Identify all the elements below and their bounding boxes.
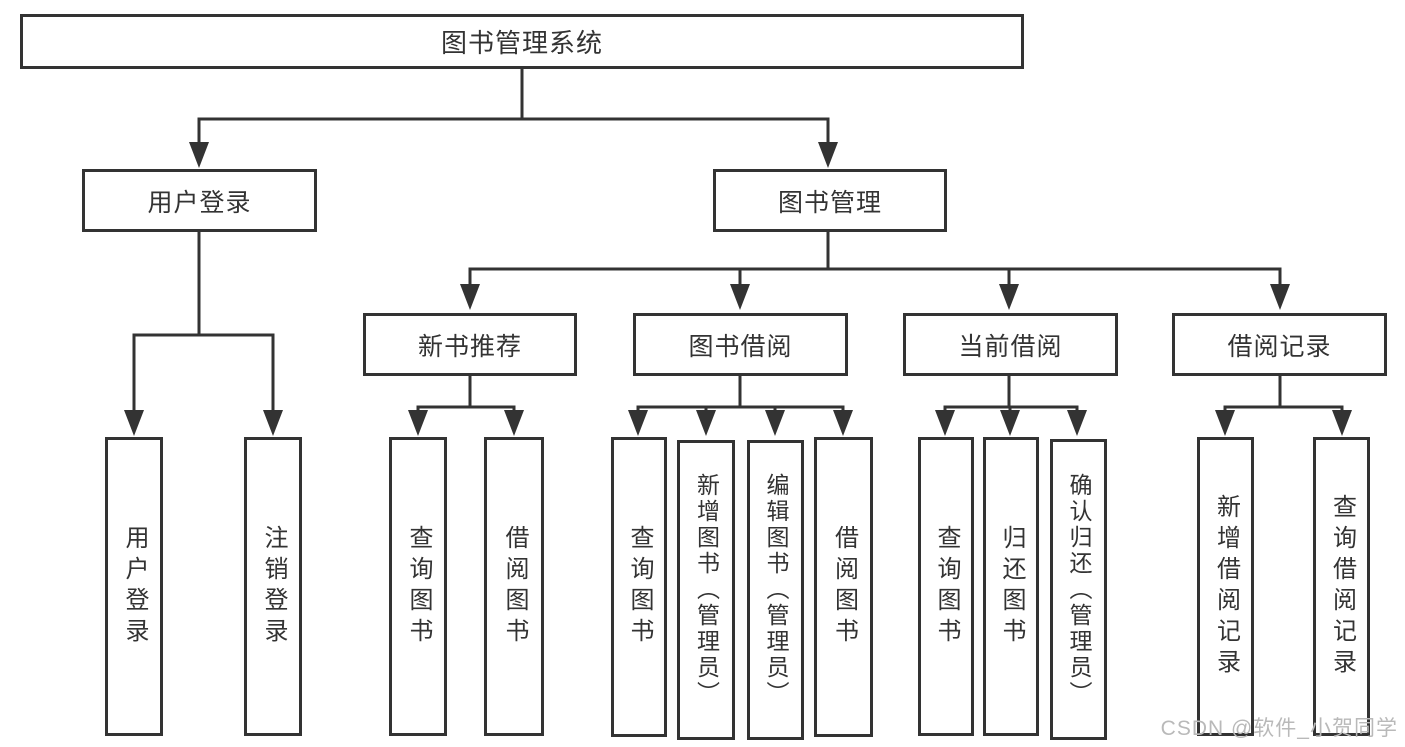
node-new-book-recommend: 新书推荐 <box>363 313 577 376</box>
leaf-borrow-book-recommend: 借阅图书 <box>484 437 544 736</box>
leaf-confirm-return-admin: 确认归还（管理员） <box>1050 439 1107 740</box>
borrow-record-split <box>1223 374 1344 416</box>
book-borrow-split <box>636 374 845 416</box>
leaf-query-book-borrow: 查询图书 <box>611 437 667 737</box>
current-borrow-split <box>943 374 1079 416</box>
level3-connector <box>468 267 1282 292</box>
leaf-borrow-book: 借阅图书 <box>814 437 873 737</box>
node-book-borrowing: 图书借阅 <box>633 313 848 376</box>
node-user-login: 用户登录 <box>82 169 317 232</box>
node-borrowing-records: 借阅记录 <box>1172 313 1387 376</box>
node-current-borrowing: 当前借阅 <box>903 313 1118 376</box>
new-book-split <box>416 374 516 416</box>
node-library-system: 图书管理系统 <box>20 14 1024 69</box>
arrow-down-icons <box>124 142 1352 436</box>
leaf-return-book: 归还图书 <box>983 437 1039 736</box>
csdn-watermark: CSDN @软件_小贺同学 <box>1160 717 1398 740</box>
leaf-query-book-recommend: 查询图书 <box>389 437 447 736</box>
leaf-user-login: 用户登录 <box>105 437 163 736</box>
leaf-query-book-current: 查询图书 <box>918 437 974 736</box>
leaf-query-borrow-record: 查询借阅记录 <box>1313 437 1370 736</box>
leaf-edit-book-admin: 编辑图书（管理员） <box>747 440 804 740</box>
leaf-add-borrow-record: 新增借阅记录 <box>1197 437 1254 736</box>
leaf-logout: 注销登录 <box>244 437 302 736</box>
user-login-split <box>132 333 275 416</box>
node-book-management: 图书管理 <box>713 169 947 232</box>
level2-connector <box>197 117 830 146</box>
leaf-add-book-admin: 新增图书（管理员） <box>677 440 735 740</box>
